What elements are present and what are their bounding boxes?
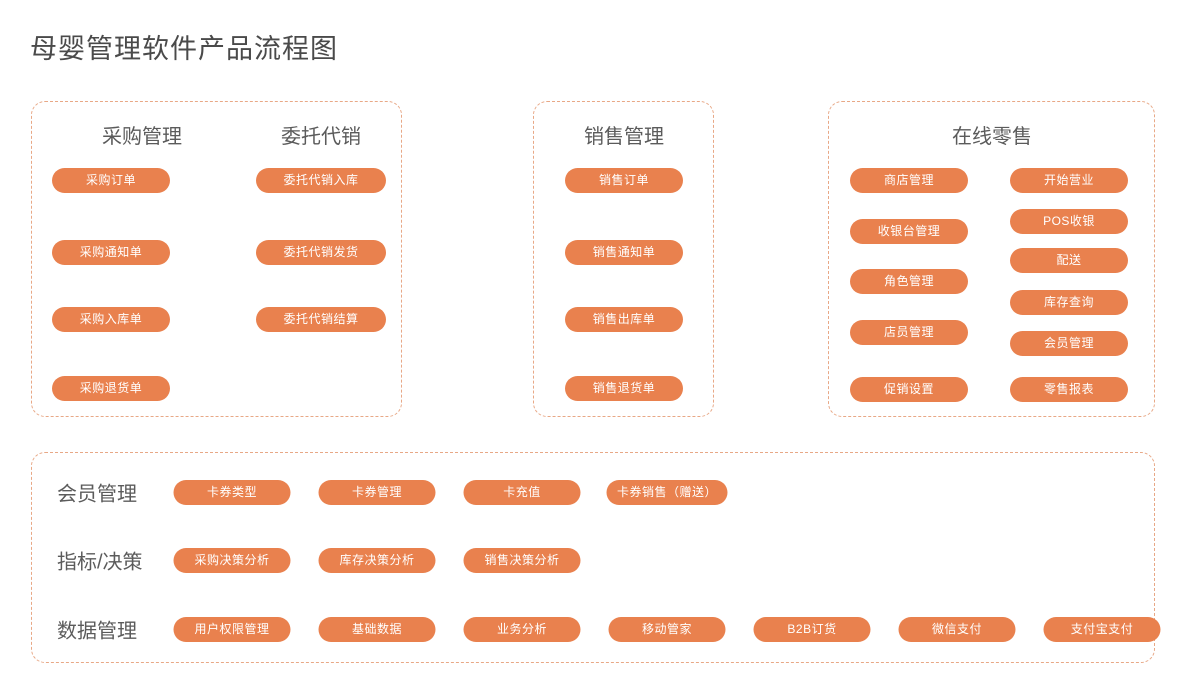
pill-wechat-pay[interactable]: 微信支付 bbox=[898, 617, 1016, 642]
pill-mobile-steward[interactable]: 移动管家 bbox=[608, 617, 726, 642]
pill-role-management[interactable]: 角色管理 bbox=[850, 269, 968, 294]
pill-business-analysis[interactable]: 业务分析 bbox=[463, 617, 581, 642]
pill-consignment-shipment[interactable]: 委托代销发货 bbox=[256, 240, 386, 265]
pill-purchase-return[interactable]: 采购退货单 bbox=[52, 376, 170, 401]
pill-b2b-ordering[interactable]: B2B订货 bbox=[753, 617, 871, 642]
pill-sales-outbound[interactable]: 销售出库单 bbox=[565, 307, 683, 332]
panel-purchase-management: 采购管理 委托代销 采购订单 采购通知单 采购入库单 采购退货单 委托代销入库 … bbox=[31, 101, 402, 417]
pill-card-sales-gift[interactable]: 卡券销售（赠送） bbox=[606, 480, 728, 505]
pill-sales-decision-analysis[interactable]: 销售决策分析 bbox=[463, 548, 581, 573]
page-title: 母婴管理软件产品流程图 bbox=[30, 34, 338, 64]
pill-consignment-settlement[interactable]: 委托代销结算 bbox=[256, 307, 386, 332]
pill-card-recharge[interactable]: 卡充值 bbox=[463, 480, 581, 505]
pill-consignment-inbound[interactable]: 委托代销入库 bbox=[256, 168, 386, 193]
pill-purchase-decision-analysis[interactable]: 采购决策分析 bbox=[173, 548, 291, 573]
pill-card-management[interactable]: 卡券管理 bbox=[318, 480, 436, 505]
pill-alipay-pay[interactable]: 支付宝支付 bbox=[1043, 617, 1161, 642]
pill-staff-management[interactable]: 店员管理 bbox=[850, 320, 968, 345]
row-label-member-management: 会员管理 bbox=[57, 483, 137, 506]
pill-cashier-desk-management[interactable]: 收银台管理 bbox=[850, 219, 968, 244]
pill-pos-checkout[interactable]: POS收银 bbox=[1010, 209, 1128, 234]
row-label-data-management: 数据管理 bbox=[57, 620, 137, 643]
pill-purchase-notice[interactable]: 采购通知单 bbox=[52, 240, 170, 265]
pill-sales-order[interactable]: 销售订单 bbox=[565, 168, 683, 193]
pill-inventory-query[interactable]: 库存查询 bbox=[1010, 290, 1128, 315]
panel-header-purchase: 采购管理 bbox=[102, 126, 182, 148]
pill-start-business[interactable]: 开始营业 bbox=[1010, 168, 1128, 193]
pill-basic-data[interactable]: 基础数据 bbox=[318, 617, 436, 642]
pill-sales-return[interactable]: 销售退货单 bbox=[565, 376, 683, 401]
pill-sales-notice[interactable]: 销售通知单 bbox=[565, 240, 683, 265]
pill-member-management-retail[interactable]: 会员管理 bbox=[1010, 331, 1128, 356]
panel-sales-management: 销售管理 销售订单 销售通知单 销售出库单 销售退货单 bbox=[533, 101, 714, 417]
panel-header-sales: 销售管理 bbox=[584, 126, 664, 148]
panel-header-consignment: 委托代销 bbox=[281, 126, 361, 148]
pill-retail-report[interactable]: 零售报表 bbox=[1010, 377, 1128, 402]
pill-user-permission-management[interactable]: 用户权限管理 bbox=[173, 617, 291, 642]
pill-purchase-order[interactable]: 采购订单 bbox=[52, 168, 170, 193]
pill-inventory-decision-analysis[interactable]: 库存决策分析 bbox=[318, 548, 436, 573]
panel-online-retail: 在线零售 商店管理 收银台管理 角色管理 店员管理 促销设置 开始营业 POS收… bbox=[828, 101, 1155, 417]
row-label-metrics-decision: 指标/决策 bbox=[57, 551, 143, 574]
pill-purchase-inbound[interactable]: 采购入库单 bbox=[52, 307, 170, 332]
pill-promotion-settings[interactable]: 促销设置 bbox=[850, 377, 968, 402]
pill-store-management[interactable]: 商店管理 bbox=[850, 168, 968, 193]
pill-delivery[interactable]: 配送 bbox=[1010, 248, 1128, 273]
pill-card-type[interactable]: 卡券类型 bbox=[173, 480, 291, 505]
panel-platform-services: 会员管理 卡券类型 卡券管理 卡充值 卡券销售（赠送） 指标/决策 采购决策分析… bbox=[31, 452, 1161, 663]
panel-header-online-retail: 在线零售 bbox=[952, 126, 1032, 148]
